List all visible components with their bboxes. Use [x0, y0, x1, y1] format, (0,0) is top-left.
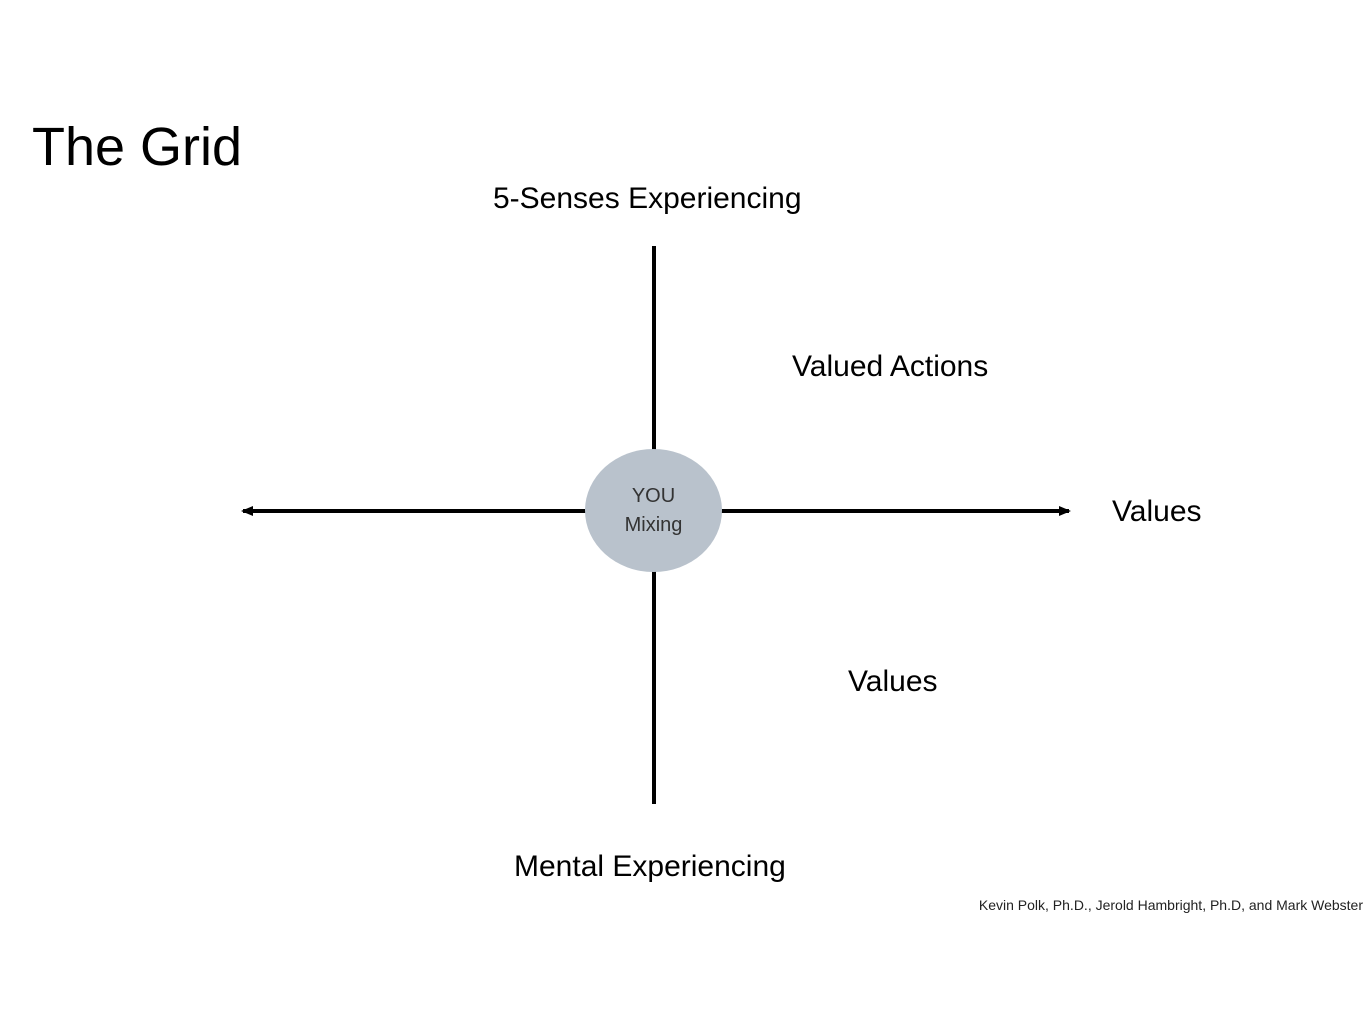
center-you-mixing-circle: YOU Mixing	[585, 449, 722, 572]
right-axis-label: Values	[1112, 495, 1202, 528]
upper-right-quadrant-label: Valued Actions	[792, 350, 989, 383]
top-axis-label: 5-Senses Experiencing	[493, 182, 802, 215]
lower-right-quadrant-label: Values	[848, 665, 938, 698]
bottom-axis-label: Mental Experiencing	[514, 850, 786, 883]
center-label-mixing: Mixing	[624, 513, 683, 536]
author-credit: Kevin Polk, Ph.D., Jerold Hambright, Ph.…	[978, 897, 1363, 913]
center-label-you: YOU	[631, 484, 676, 507]
page-title: The Grid	[32, 117, 243, 177]
